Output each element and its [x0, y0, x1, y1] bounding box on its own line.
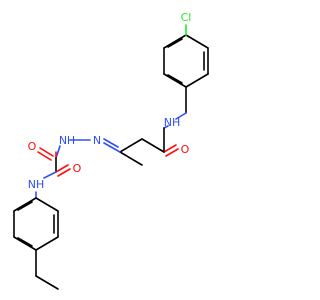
oxalyl-co1-a	[37, 151, 52, 161]
structure-drawing: Cl NH O N N H O O NH	[13, 11, 209, 290]
ch2-bond	[141, 138, 165, 153]
molecule-diagram: Cl NH O N N H O O NH	[13, 11, 209, 290]
amide-nh-label: NH	[164, 116, 181, 129]
oxalyl-co1-b	[39, 147, 54, 157]
ethylphenyl-ring	[13, 197, 59, 251]
amide-co-double-1	[163, 144, 177, 153]
ch2-imine-c-bond	[119, 138, 143, 153]
methyl-bond	[119, 151, 143, 166]
anilide-c-n-bond	[43, 171, 57, 179]
oxalyl-oxygen-1-label: O	[28, 140, 37, 153]
chlorine-label: Cl	[181, 11, 192, 24]
anilide-nh-label: NH	[28, 178, 45, 191]
oxalyl-co2-a	[55, 164, 69, 173]
oxalyl-co2-b	[57, 168, 71, 177]
oxalyl-oxygen-2-label: O	[73, 162, 82, 175]
ch2-n-bond	[175, 112, 187, 120]
imine-double-1	[103, 142, 121, 153]
amide-oxygen-label: O	[181, 143, 190, 156]
hydrazide-nitrogen-label: N	[59, 134, 67, 147]
imine-double-2	[103, 138, 119, 148]
imine-nitrogen-label: N	[93, 134, 101, 147]
ethyl-ch3-bond	[35, 275, 59, 290]
hydrazide-hydrogen-label: H	[67, 134, 75, 147]
amide-co-double-2	[165, 148, 179, 157]
chlorophenyl-ring	[163, 34, 209, 88]
